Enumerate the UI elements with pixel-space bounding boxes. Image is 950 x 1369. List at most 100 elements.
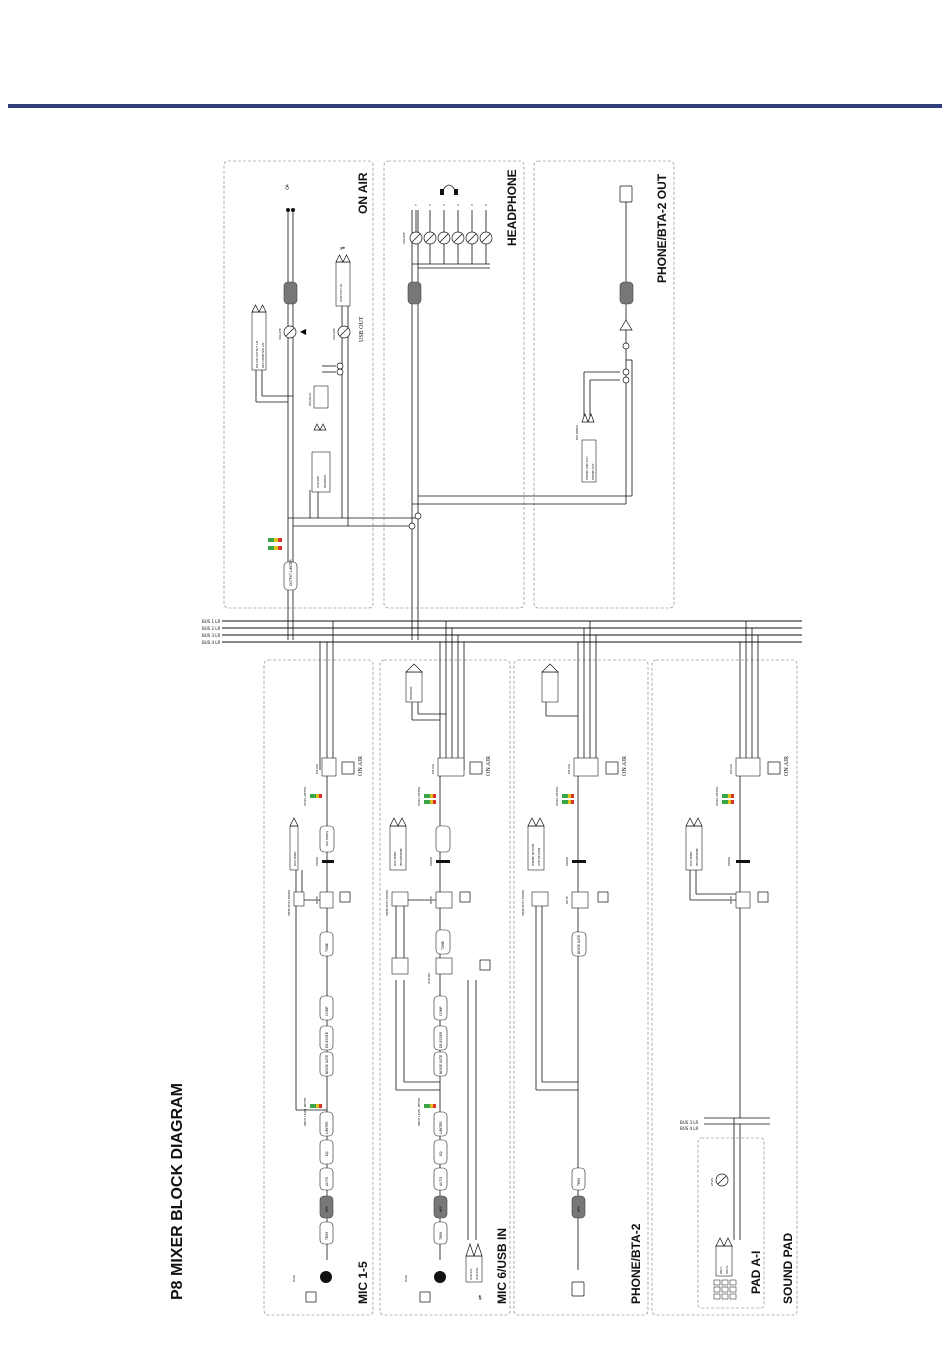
header-bar xyxy=(8,104,942,108)
mic6-usbsel-box-a xyxy=(391,957,409,975)
mic15-label-deesser: DE-ESSER xyxy=(325,1031,329,1048)
mic15-label-auto: AUTO xyxy=(325,1177,329,1186)
phone-out-device-icon xyxy=(619,185,633,203)
onair-usb-arrow-1 xyxy=(335,254,344,263)
mic15-in-meter-r xyxy=(319,1104,322,1108)
onair-out-tag-2: REC MONITOR L/R xyxy=(261,343,265,368)
pad-onair-btn[interactable] xyxy=(767,761,781,775)
mic15-box-tone xyxy=(319,931,334,957)
mic6-meter-r2 xyxy=(433,800,436,804)
mic6-meter-g2 xyxy=(424,800,430,804)
mic15-onair-btn-label: ON AIR xyxy=(358,756,364,776)
hp-sum-1 xyxy=(414,512,422,520)
phone-in-meter-g2 xyxy=(562,800,568,804)
hp-ch-1: 1 xyxy=(415,203,417,207)
mix-minus-label-out: MIX MINUS xyxy=(575,425,579,440)
mic15-mixminus-box xyxy=(319,825,335,853)
mic15-fader[interactable] xyxy=(322,860,334,863)
pad-tag-r: PAD R xyxy=(725,1266,729,1274)
hp-ch-4: 4 xyxy=(457,203,459,207)
pad-meter-y xyxy=(728,794,731,798)
bus-label-3: BUS 3 LR xyxy=(202,633,221,638)
frame-pad-ai xyxy=(697,1137,765,1309)
phone-in-onair-btn-label: ON AIR xyxy=(622,756,628,776)
mic6-box-trim xyxy=(433,1221,448,1245)
pad-tag-arrow-1 xyxy=(715,1237,725,1247)
phone-out-arrow-2 xyxy=(587,413,595,423)
mic6-box-hpf xyxy=(433,1195,448,1219)
pad-tag-arrow-3 xyxy=(685,817,695,827)
phone-in-device-icon xyxy=(571,1281,585,1297)
onair-sum-1 xyxy=(336,362,344,370)
output-limiter-box xyxy=(283,561,298,591)
mic15-mute-btn[interactable] xyxy=(339,891,351,903)
mic6-tag-arrow-1 xyxy=(389,817,399,827)
phone-in-return-arrow xyxy=(541,663,559,673)
phone-out-sum-1 xyxy=(622,342,630,350)
hp-sum-2 xyxy=(408,522,416,530)
pad-fader-label: FADER xyxy=(727,857,731,866)
hp-ch-5: 5 xyxy=(471,203,473,207)
mic6-usbsel-btn[interactable] xyxy=(479,959,491,971)
onair-meter-red-2 xyxy=(278,546,282,550)
mic15-tag-bus-send: BUS SEND xyxy=(293,852,297,866)
frame-sound-pad xyxy=(651,659,798,1316)
onair-amp-1 xyxy=(313,423,321,431)
mic6-mute-label: MUTE xyxy=(429,896,433,904)
pad-mute-btn[interactable] xyxy=(757,891,769,903)
pad-onair-box xyxy=(735,757,761,777)
phone-in-wiring xyxy=(535,621,597,1270)
pad-onair-label: ON AIR xyxy=(729,764,733,774)
label-sound-pad: SOUND PAD xyxy=(781,1233,795,1304)
mic6-label-tone: TONE xyxy=(441,941,445,951)
mic6-label-limiter: LIMITER xyxy=(439,1121,443,1134)
mic15-input-label: PLUG xyxy=(292,1275,296,1282)
phone-out-amp xyxy=(619,319,633,331)
pad-level-label: LEVEL xyxy=(710,1177,714,1186)
mic15-mute-box xyxy=(319,891,334,909)
mic15-label-noisegate: NOISE GATE xyxy=(325,1055,329,1074)
mic6-usb-arrow-2 xyxy=(473,1242,483,1257)
label-phone-in: PHONE/BTA-2 xyxy=(629,1223,643,1304)
phone-in-mute-btn[interactable] xyxy=(597,891,609,903)
phone-in-fader[interactable] xyxy=(572,860,586,863)
pad-meter-y2 xyxy=(728,800,731,804)
mic6-fader[interactable] xyxy=(436,860,450,863)
mic15-onair-btn[interactable] xyxy=(341,761,355,775)
pad-bus-label-1: BUS 3 LR xyxy=(680,1120,699,1125)
label-mic6: MIC 6/USB IN xyxy=(495,1228,509,1304)
phone-in-send-box xyxy=(531,891,549,907)
mic15-meter-g xyxy=(310,794,316,798)
label-headphone: HEADPHONE xyxy=(505,169,519,246)
onair-out-arrow-2 xyxy=(258,304,267,313)
phone-out-wiring xyxy=(583,196,633,504)
onair-usb-arrow-2 xyxy=(342,254,351,263)
hp-ch-3: 3 xyxy=(443,203,445,207)
onair-eq-box xyxy=(283,281,298,305)
onair-usb-rec-label: USB REC xyxy=(316,476,320,488)
pad-grid-icon xyxy=(713,1279,737,1300)
mic15-xlr-jack xyxy=(320,1271,332,1283)
pad-fader[interactable] xyxy=(736,860,750,863)
mic6-onair-btn[interactable] xyxy=(469,761,483,775)
mic6-tag-arrow-2 xyxy=(397,817,407,827)
onair-out-arrow-1 xyxy=(251,304,260,313)
mic15-level-meter-label: LEVEL METER xyxy=(303,787,307,806)
phone-in-meter-r2 xyxy=(571,800,574,804)
phone-in-box-hpf xyxy=(571,1195,586,1219)
phone-in-onair-box xyxy=(573,757,599,777)
mic6-mute-btn[interactable] xyxy=(459,891,471,903)
label-phone-out: PHONE/BTA-2 OUT xyxy=(655,173,669,283)
phone-in-meter-g xyxy=(562,794,568,798)
mic15-box-hpf xyxy=(319,1195,334,1219)
phone-in-onair-btn[interactable] xyxy=(605,761,619,775)
mic15-box-trim xyxy=(319,1221,334,1245)
phone-in-meter-r xyxy=(571,794,574,798)
headphone-eq-box xyxy=(407,281,422,305)
mic6-onair-label: ON AIR xyxy=(431,764,435,774)
mic6-usbsel-label: USB SEL xyxy=(427,972,431,984)
mic6-label-trim: TRIM xyxy=(439,1232,443,1241)
mic6-mute-box xyxy=(435,891,453,909)
mic6-meter-r xyxy=(433,794,436,798)
